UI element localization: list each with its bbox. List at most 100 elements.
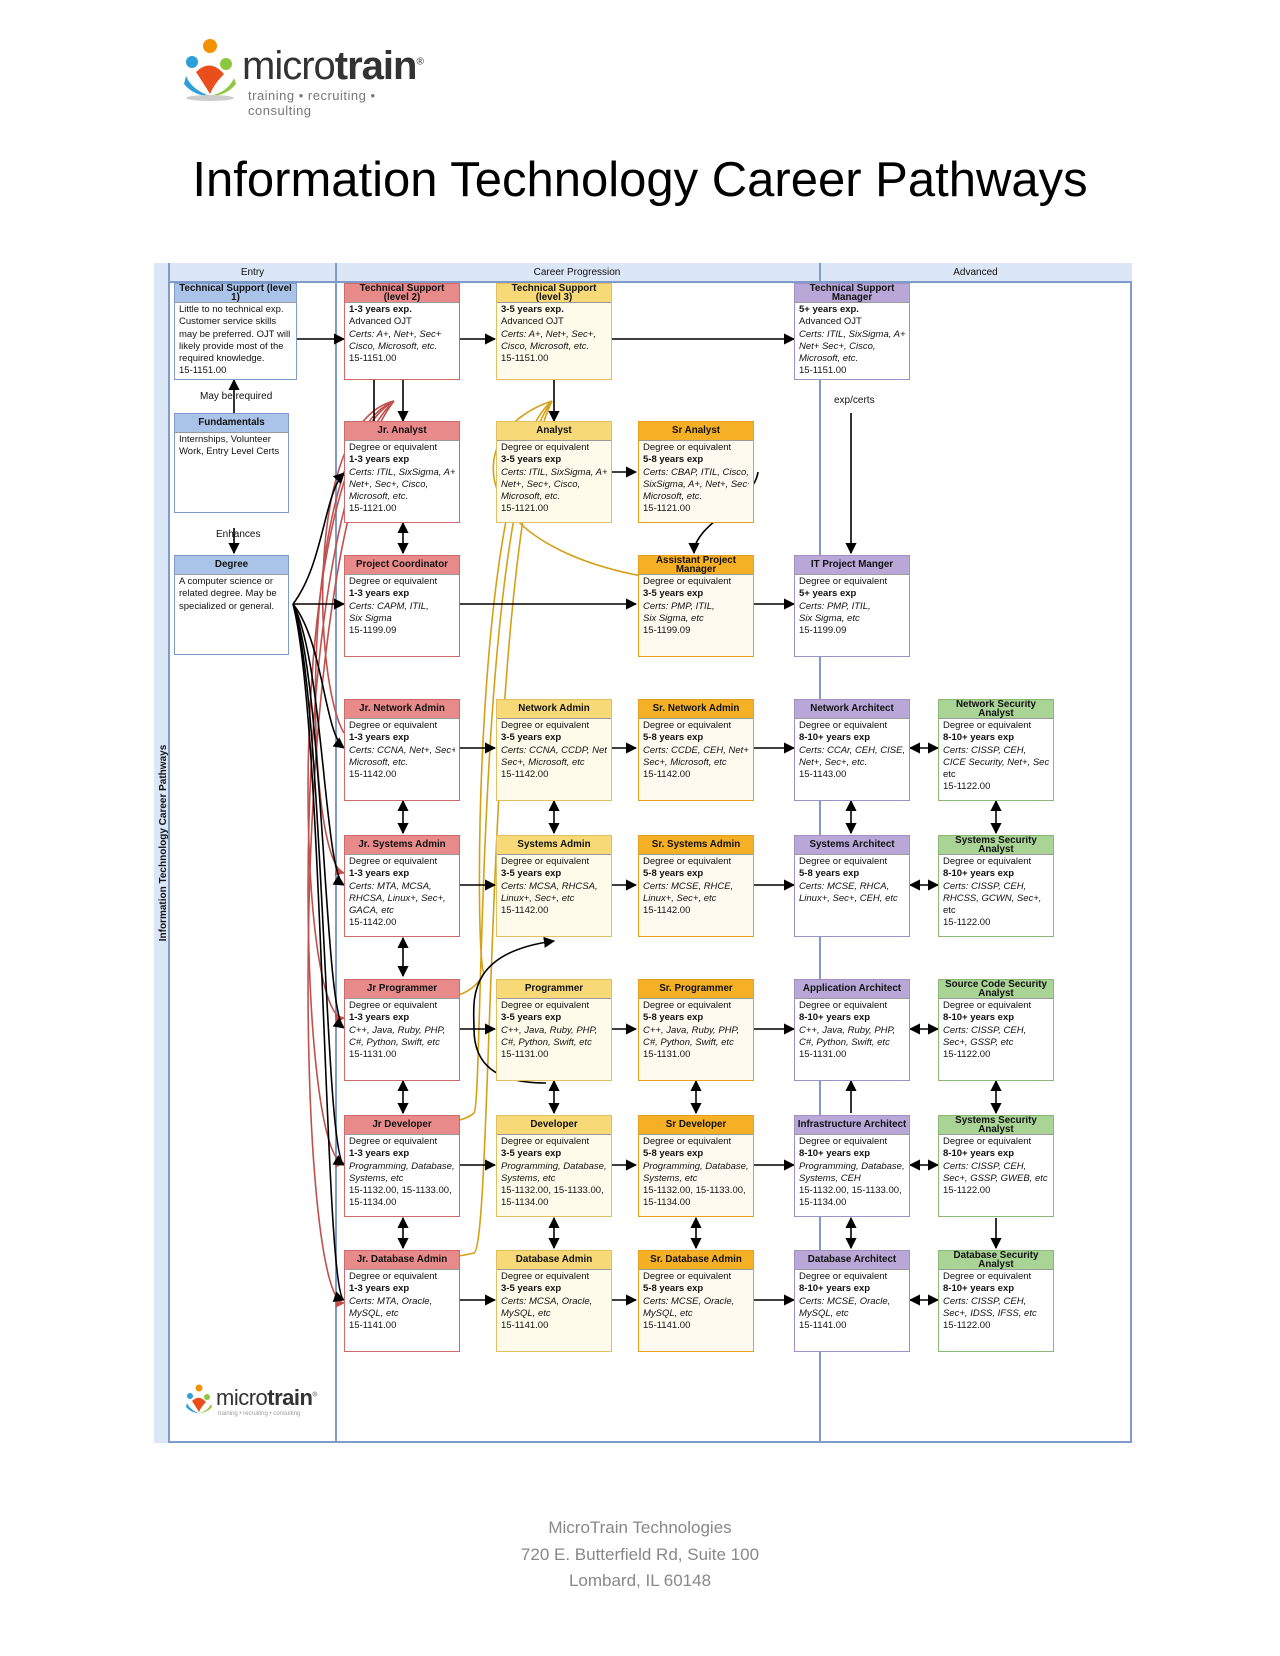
role-title: Systems Security Analyst: [939, 1116, 1053, 1135]
role-detail-line: Certs: MCSE, RHCE,: [643, 880, 734, 892]
role-detail-line: Degree or equivalent: [799, 1000, 888, 1011]
note-exp-certs: exp/certs: [834, 395, 875, 406]
role-detail-line: related degree. May be: [179, 588, 277, 600]
role-detail-line: 15-1143.00: [799, 769, 847, 781]
role-detail-line: 15-1142.00: [643, 905, 691, 917]
role-detail-line: 1-3 years exp: [349, 1012, 410, 1024]
role-title: Source Code Security Analyst: [939, 980, 1053, 999]
page-title: Information Technology Career Pathways: [192, 153, 1088, 207]
role-title: Analyst: [497, 422, 611, 441]
role-detail-line: 15-1142.00: [349, 769, 397, 781]
role-detail-line: Degree or equivalent: [943, 720, 1032, 731]
role-detail-line: MySQL, etc: [501, 1307, 551, 1319]
role-detail-line: Degree or equivalent: [643, 442, 732, 453]
role-detail-line: 15-1122.00: [943, 1320, 991, 1332]
role-detail-line: 15-1151.00: [349, 353, 397, 365]
role-detail-line: Certs: A+, Net+, Sec+: [349, 328, 442, 340]
role-detail-line: Sec+, GSSP, etc: [943, 1036, 1014, 1048]
role-title: Jr Developer: [345, 1116, 459, 1135]
role-title: Systems Admin: [497, 836, 611, 855]
role-detail-line: etc: [943, 905, 956, 917]
role-detail-line: Degree or equivalent: [643, 1000, 732, 1011]
role-detail-line: likely provide most of the: [179, 340, 284, 352]
role-detail-line: Degree or equivalent: [501, 1000, 590, 1011]
role-detail-line: 15-1151.00: [179, 365, 227, 377]
role-detail-line: CICE Security, Net+, Sec+,: [943, 756, 1049, 768]
role-detail-line: 1-3 years exp: [349, 1148, 410, 1160]
role-detail-line: Work, Entry Level Certs: [179, 446, 280, 458]
role-title: Technical Support (level 3): [497, 284, 611, 303]
role-title: Network Security Analyst: [939, 700, 1053, 719]
role-detail-line: Degree or equivalent: [799, 1136, 888, 1147]
role-detail-line: Customer service skills: [179, 316, 277, 328]
role-detail-line: 15-1134.00: [501, 1197, 549, 1209]
note-enhances: Enhances: [216, 529, 261, 540]
role-detail-line: 15-1134.00: [643, 1197, 691, 1209]
role-detail-line: 1-3 years exp: [349, 454, 410, 466]
role-detail-line: GACA, etc: [349, 905, 394, 917]
role-detail-line: Certs: CCAr, CEH, CISE,: [799, 744, 905, 756]
role-detail-line: C++, Java, Ruby, PHP,: [799, 1024, 896, 1036]
role-detail-line: Degree or equivalent: [643, 720, 732, 731]
role-title: Sr. Programmer: [639, 980, 753, 999]
footer-address: MicroTrain Technologies 720 E. Butterfie…: [0, 1515, 1280, 1595]
logo-tagline: training • recruiting • consulting: [218, 1411, 301, 1417]
role-detail-line: 15-1131.00: [799, 1049, 847, 1061]
role-detail-line: MySQL, etc: [799, 1307, 849, 1319]
role-detail-line: 15-1199.09: [643, 625, 691, 637]
role-detail-line: 15-1141.00: [643, 1320, 691, 1332]
role-detail-line: Certs: PMP, ITIL,: [643, 600, 715, 612]
role-detail-line: Certs: ITIL, SixSigma, A+,: [349, 466, 455, 478]
role-details: Little to no technical exp.Customer serv…: [175, 303, 296, 379]
role-title: Jr. Analyst: [345, 422, 459, 441]
people-logo-icon: [186, 1384, 212, 1413]
role-detail-line: Certs: MTA, Oracle,: [349, 1295, 433, 1307]
role-detail-line: 15-1199.09: [349, 625, 397, 637]
role-title: Systems Security Analyst: [939, 836, 1053, 855]
role-detail-line: 15-1142.00: [643, 769, 691, 781]
role-detail-line: 8-10+ years exp: [799, 1283, 871, 1295]
role-title: Infrastructure Architect: [795, 1116, 909, 1135]
career-pathways-diagram: Information Technology Career Pathways E…: [154, 263, 1132, 1443]
role-box-ts2: Technical Support (level 2)1-3 years exp…: [344, 283, 460, 380]
role-detail-line: Certs: CISSP, CEH,: [943, 1295, 1027, 1307]
role-detail-line: Certs: PMP, ITIL,: [799, 600, 871, 612]
role-detail-line: Degree or equivalent: [799, 720, 888, 731]
role-detail-line: 8-10+ years exp: [943, 868, 1015, 880]
role-detail-line: Advanced OJT: [349, 316, 412, 328]
role-detail-line: Degree or equivalent: [501, 720, 590, 731]
role-detail-line: 15-1122.00: [943, 1185, 991, 1197]
role-detail-line: Systems, CEH: [799, 1172, 861, 1184]
role-detail-line: Six Sigma, etc: [799, 612, 860, 624]
role-detail-line: Certs: MCSE, Oracle,: [643, 1295, 735, 1307]
role-detail-line: Certs: CCDE, CEH, Net+,: [643, 744, 749, 756]
role-detail-line: Net+ Sec+, Cisco,: [799, 340, 876, 352]
role-detail-line: 3-5 years exp: [501, 1283, 562, 1295]
role-detail-line: 15-1121.00: [643, 503, 691, 515]
role-detail-line: Degree or equivalent: [501, 1136, 590, 1147]
role-title: IT Project Manger: [795, 556, 909, 575]
role-detail-line: Degree or equivalent: [643, 576, 732, 587]
role-detail-line: Linux+, Sec+, etc: [501, 892, 575, 904]
